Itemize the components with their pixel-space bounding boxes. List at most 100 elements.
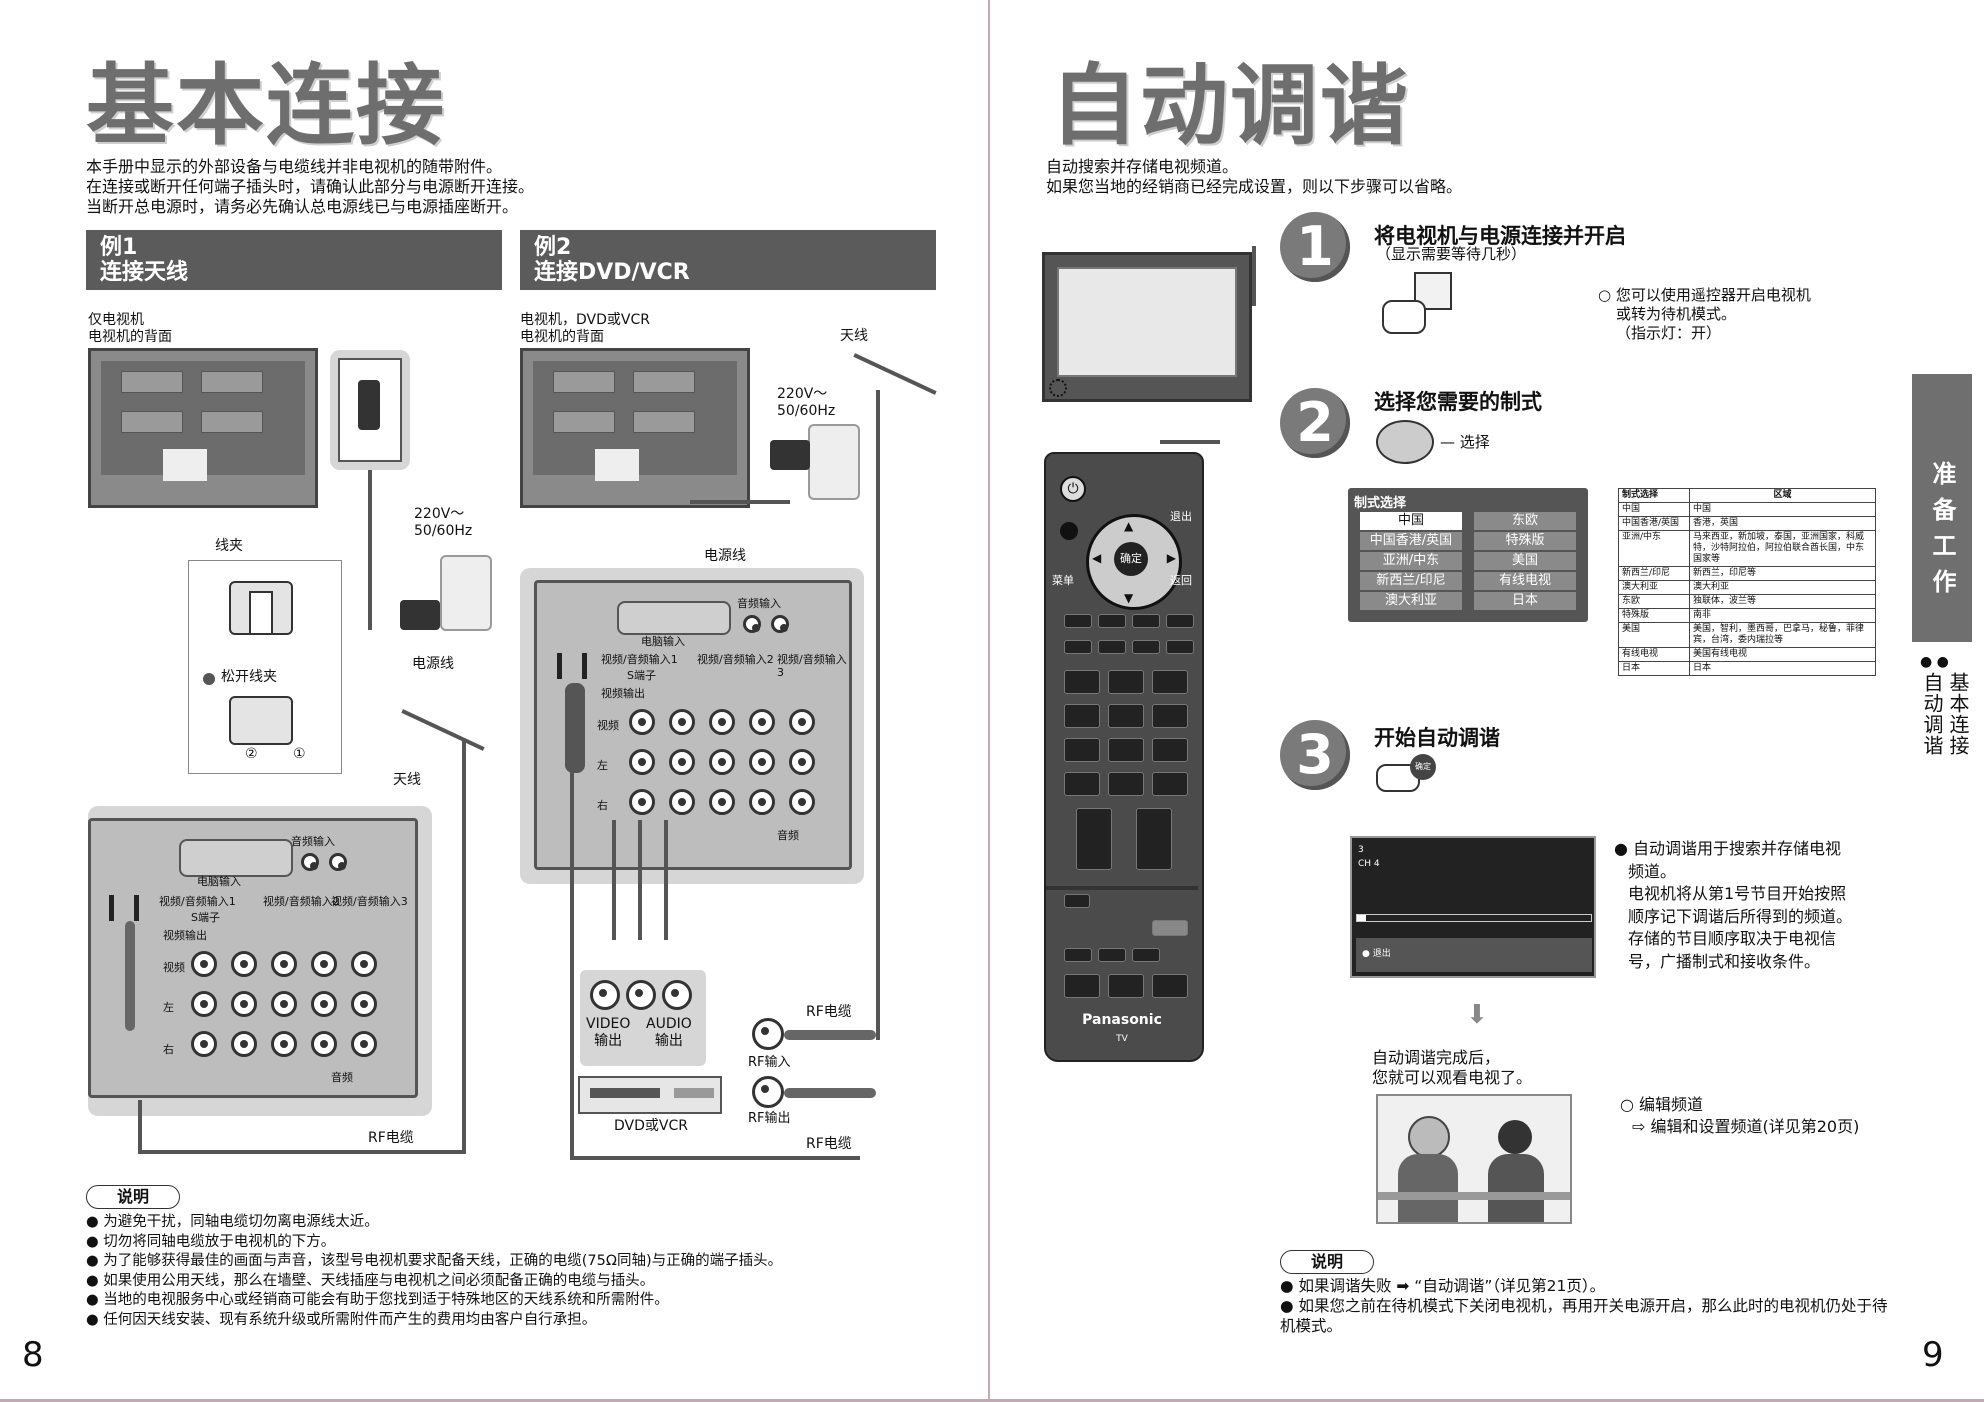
table-header-row: 制式选择 区域 <box>1618 488 1876 503</box>
tv-set <box>1042 252 1252 402</box>
number-button[interactable] <box>1064 704 1100 728</box>
dpad[interactable]: 确定 ▲ ▼ ◀ ▶ <box>1086 514 1182 610</box>
tuning-screen: 3 CH 4 ● 退出 <box>1350 836 1596 978</box>
menu-option[interactable]: 亚洲/中东 <box>1360 552 1462 570</box>
intro-text: 自动搜索并存储电视频道。 如果您当地的经销商已经完成设置，则以下步骤可以省略。 <box>1046 157 1463 196</box>
remote-button[interactable] <box>1152 920 1188 936</box>
page-spine <box>988 0 991 1402</box>
power-plug-ex2 <box>770 440 810 470</box>
menu-option[interactable]: 澳大利亚 <box>1360 592 1462 610</box>
notes-title: 说明 <box>1280 1250 1374 1274</box>
tv-program-illustration <box>1376 1094 1572 1224</box>
note-item: ● 如果调谐失败 ➡ “自动调谐”（详见第21页）。 <box>1280 1277 1606 1295</box>
release-clamp-label: 松开线夹 <box>221 669 277 685</box>
power-plug-box <box>330 350 410 470</box>
menu-option[interactable]: 东欧 <box>1474 512 1576 530</box>
dvd-output-jacks: VIDEO 输出 AUDIO 输出 <box>580 970 706 1066</box>
side-subsections: 基本连接 自动调谐 <box>1920 672 1970 756</box>
remote-button[interactable] <box>1166 640 1194 654</box>
number-button[interactable] <box>1108 772 1144 796</box>
step3-number: 3 <box>1280 720 1350 790</box>
select-label: — 选择 <box>1440 433 1490 451</box>
number-button[interactable] <box>1152 670 1188 694</box>
antenna-ex2 <box>853 353 937 395</box>
side-dots: ● ● <box>1920 654 1949 670</box>
remote-button[interactable] <box>1098 614 1126 628</box>
menu-option-china[interactable]: 中国 <box>1360 512 1462 530</box>
ex2-power-cord-label: 电源线 <box>704 548 746 564</box>
menu-option[interactable]: 日本 <box>1474 592 1576 610</box>
number-button[interactable] <box>1108 738 1144 762</box>
ex2-terminal-panel: 电脑输入 音频输入 视频/音频输入1 视频/音频输入2 视频/音频输入3 S端子… <box>534 580 852 870</box>
arrow-up-icon[interactable]: ▲ <box>1124 519 1134 533</box>
table-row: 中国中国 <box>1618 502 1876 517</box>
press-power-hand-icon <box>1382 272 1454 344</box>
remote-button[interactable] <box>1098 640 1126 654</box>
step1-title: 将电视机与电源连接并开启 <box>1374 224 1626 248</box>
remote-button[interactable] <box>1166 614 1194 628</box>
remote-exit-label: 退出 <box>1170 510 1192 523</box>
ex1-terminal-panel: 电脑输入 音频输入 视频/音频输入1 视频/音频输入2 视频/音频输入3 S端子… <box>88 818 418 1098</box>
remote-button[interactable] <box>1132 640 1160 654</box>
menu-option[interactable]: 新西兰/印尼 <box>1360 572 1462 590</box>
remote-button[interactable] <box>1132 614 1160 628</box>
number-button[interactable] <box>1064 738 1100 762</box>
step2-title: 选择您需要的制式 <box>1374 390 1542 414</box>
remote-button[interactable] <box>1152 974 1188 998</box>
side-tab: 准备工作 <box>1912 374 1972 642</box>
number-button[interactable] <box>1152 704 1188 728</box>
menu-option[interactable]: 中国香港/英国 <box>1360 532 1462 550</box>
remote-small-button[interactable] <box>1060 522 1078 540</box>
note-item: ● 如果您之前在待机模式下关闭电视机，再用开关电源开启，那么此时的电视机仍处于待… <box>1280 1297 1888 1335</box>
remote-button[interactable] <box>1132 948 1160 962</box>
ok-button[interactable]: 确定 <box>1114 542 1148 576</box>
rf-out-label: RF输出 <box>748 1111 791 1126</box>
ex1-antenna-label: 天线 <box>393 772 421 788</box>
screen-exit-label: ● 退出 <box>1362 949 1391 959</box>
volume-button[interactable] <box>1076 808 1112 870</box>
arrow-right-icon[interactable]: ▶ <box>1166 551 1176 565</box>
note-item: ● 当地的电视服务中心或经销商可能会有助于您找到适于特殊地区的天线系统和所需附件… <box>86 1292 669 1309</box>
remote-button[interactable] <box>1064 614 1092 628</box>
remote-button[interactable] <box>1064 974 1100 998</box>
remote-button[interactable] <box>1064 948 1092 962</box>
notes-title: 说明 <box>86 1185 180 1209</box>
note-item: ● 为避免干扰，同轴电缆切勿离电源线太近。 <box>86 1214 379 1230</box>
done-text: 自动调谐完成后， 您就可以观看电视了。 <box>1372 1048 1533 1087</box>
number-button[interactable] <box>1152 772 1188 796</box>
number-button[interactable] <box>1064 670 1100 694</box>
ex1-rf-cable-label: RF电缆 <box>368 1130 414 1146</box>
remote-button[interactable] <box>1064 894 1090 908</box>
table-row: 特殊版南非 <box>1618 608 1876 623</box>
remote-button[interactable] <box>1098 948 1126 962</box>
power-button[interactable]: ⏻ <box>1060 476 1086 502</box>
table-row: 美国美国，智利，墨西哥，巴拿马，秘鲁，菲律宾，台湾，委内瑞拉等 <box>1618 622 1876 648</box>
menu-option[interactable]: 美国 <box>1474 552 1576 570</box>
tv-back-ex2 <box>520 348 750 508</box>
menu-title: 制式选择 <box>1354 496 1407 511</box>
number-button[interactable] <box>1064 772 1100 796</box>
table-row: 亚洲/中东马来西亚，新加坡，泰国，亚洲国家，科威特，沙特阿拉伯，阿拉伯联合酋长国… <box>1618 530 1876 567</box>
ex1-tv-label: 仅电视机 电视机的背面 <box>88 312 172 345</box>
channel-button[interactable] <box>1136 808 1172 870</box>
dvd-vcr-device <box>578 1076 722 1114</box>
example1-header: 例1 连接天线 <box>86 230 502 290</box>
edit-channel-note: ○ 编辑频道 ⇨ 编辑和设置频道(详见第20页) <box>1620 1095 1860 1136</box>
menu-option[interactable]: 特殊版 <box>1474 532 1576 550</box>
wall-socket-ex2 <box>808 424 860 500</box>
clamp-label: 线夹 <box>215 538 243 554</box>
remote-button[interactable] <box>1108 974 1144 998</box>
page-number-left: 8 <box>22 1335 44 1375</box>
number-button[interactable] <box>1108 704 1144 728</box>
notes-list: ● 如果调谐失败 ➡ “自动调谐”（详见第21页）。 ● 如果您之前在待机模式下… <box>1280 1276 1890 1336</box>
remote-control: ⏻ 退出 确定 ▲ ▼ ◀ ▶ 菜单 返回 <box>1044 452 1204 1062</box>
menu-option[interactable]: 有线电视 <box>1474 572 1576 590</box>
page-bottom-edge <box>0 1399 1984 1402</box>
number-button[interactable] <box>1108 670 1144 694</box>
remote-button[interactable] <box>1064 640 1092 654</box>
number-button[interactable] <box>1152 738 1188 762</box>
step3-title: 开始自动调谐 <box>1374 726 1500 750</box>
arrow-left-icon[interactable]: ◀ <box>1092 551 1102 565</box>
remote-menu-label: 菜单 <box>1052 574 1074 587</box>
arrow-down-icon[interactable]: ▼ <box>1124 591 1134 605</box>
